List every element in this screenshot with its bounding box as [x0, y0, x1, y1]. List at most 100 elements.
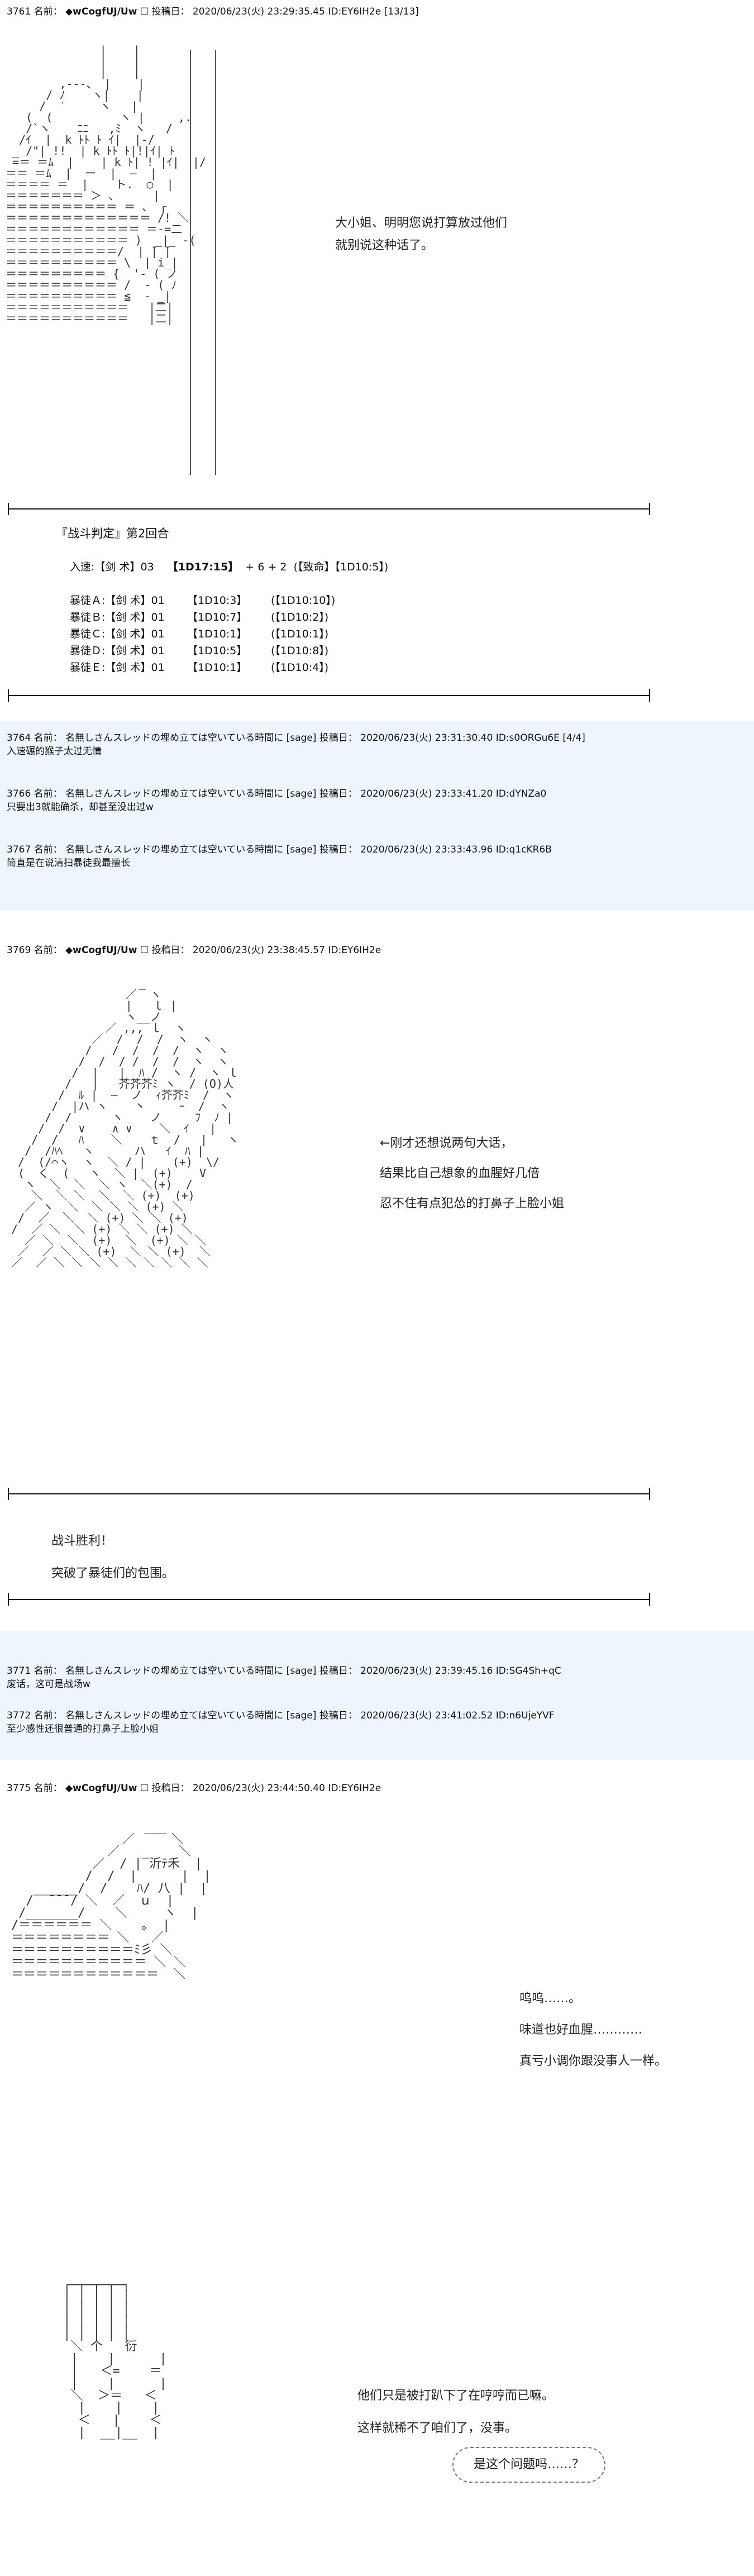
battle-result-line: 战斗胜利！ [51, 1534, 113, 1548]
battle-row-label: 暴徒Ｄ:【剑 术】01 [70, 645, 165, 657]
post-date: 2020/06/23(火) 23:41:02.52 [360, 1710, 493, 1721]
name-label: 名前： [34, 1710, 63, 1721]
divider-cap [8, 503, 9, 515]
dialogue-line: 味道也好血腥………… [519, 2023, 643, 2037]
divider-cap [649, 1593, 650, 1606]
post-date: 2020/06/23(火) 23:29:35.45 [192, 6, 325, 17]
divider-cap [649, 1488, 650, 1500]
battle-row-roll: 【1D10:1】 [187, 661, 247, 674]
post-body: 废话，这可是战场w [7, 1679, 90, 1690]
date-label: [sage] 投稿日： [286, 844, 357, 855]
post-id[interactable]: ID:EY6IH2e [328, 6, 381, 17]
post-3767: 3767 名前： 名無しさんスレッドの埋め立ては空いている時間に [sage] … [0, 838, 754, 877]
name-label: 名前： [34, 945, 63, 956]
name-label: 名前： [34, 788, 63, 799]
battle-row-roll: 【1D10:5】 [187, 645, 247, 657]
post-3761: 3761 名前： ◆wCogfUJ/Uw ☐ 投稿日： 2020/06/23(火… [0, 0, 754, 503]
post-id[interactable]: ID:q1cKR6B [495, 844, 552, 855]
post-number: 3771 [7, 1665, 31, 1677]
name-label: 名前： [34, 1665, 63, 1677]
post-id[interactable]: ID:EY6IH2e [328, 1783, 381, 1794]
battle-row-extra: (【1D10:4】) [271, 661, 329, 674]
battle-result: 战斗胜利！ 突破了暴徒们的包围。 [0, 1508, 754, 1581]
name-label: 名前： [34, 732, 63, 744]
battle-speed-roll: 【1D17:15】 [167, 561, 239, 573]
post-3769: 3769 名前： ◆wCogfUJ/Uw ☐ 投稿日： 2020/06/23(火… [0, 927, 754, 1486]
battle-row-extra: (【1D10:10】) [271, 594, 336, 607]
post-header: 3767 名前： 名無しさんスレッドの埋め立ては空いている時間に [sage] … [7, 844, 552, 856]
dialogue-line: 大小姐、明明您说打算放过他们 [335, 216, 508, 230]
post-header: 3761 名前： ◆wCogfUJ/Uw ☐ 投稿日： 2020/06/23(火… [7, 6, 419, 18]
battle-speed-label: 入速:【剑 术】03 [70, 561, 154, 573]
poster-name[interactable]: 名無しさんスレッドの埋め立ては空いている時間に [65, 788, 284, 799]
date-label: [sage] 投稿日： [286, 788, 357, 799]
battle-speed-extra: (【致命】【1D10:5】) [293, 561, 389, 573]
battle-row-roll: 【1D10:3】 [187, 594, 247, 607]
dialogue-line: 他们只是被打趴下了在哼哼而已嘛。 [357, 2389, 555, 2403]
post-id[interactable]: ID:SG4Sh+qC [495, 1665, 561, 1677]
post-body: 入速碾的猴子太过无情 [7, 746, 102, 757]
date-label: [sage] 投稿日： [286, 1710, 357, 1721]
dialogue-line: 呜呜……。 [519, 1992, 581, 2006]
reply-area [0, 1631, 754, 1760]
dialogue-line: ←刚才还想说两句大话， [380, 1136, 513, 1150]
post-id[interactable]: ID:n6UjeYVF [495, 1710, 555, 1721]
divider-rule [8, 1599, 650, 1600]
pillar-line [190, 50, 191, 475]
post-id[interactable]: ID:EY6IH2e [328, 945, 381, 956]
post-3771: 3771 名前： 名無しさんスレッドの埋め立ては空いている時間に [sage] … [0, 1659, 754, 1698]
poster-name[interactable]: 名無しさんスレッドの埋め立ては空いている時間に [65, 732, 284, 744]
battle-row-label: 暴徒Ｂ:【剑 术】01 [70, 611, 165, 623]
name-label: 名前： [34, 844, 63, 855]
post-id[interactable]: ID:s0ORGu6E [495, 732, 560, 744]
post-3775: 3775 名前： ◆wCogfUJ/Uw ☐ 投稿日： 2020/06/23(火… [0, 1765, 754, 2570]
battle-row-label: 暴徒Ｃ:【剑 术】01 [70, 628, 165, 640]
poster-name[interactable]: 名無しさんスレッドの埋め立ては空いている時間に [65, 844, 284, 855]
post-number: 3775 [7, 1783, 31, 1794]
post-header: 3764 名前： 名無しさんスレッドの埋め立ては空いている時間に [sage] … [7, 732, 585, 744]
name-label: 名前： [34, 1783, 63, 1794]
speech-bubble-text: 是这个问题吗……？ [473, 2458, 584, 2472]
post-number: 3761 [7, 6, 31, 17]
dialogue-line: 真亏小调你跟没事人一样。 [519, 2054, 667, 2068]
poster-name[interactable]: ◆wCogfUJ/Uw [65, 945, 137, 956]
poster-name[interactable]: 名無しさんスレッドの埋め立ては空いている時間に [65, 1710, 284, 1721]
post-number: 3772 [7, 1710, 31, 1721]
dialogue-3775-b: 他们只是被打趴下了在哼哼而已嘛。 这样就稀不了咱们了，没事。 [357, 2380, 554, 2445]
post-count: [13/13] [384, 6, 419, 17]
post-number: 3764 [7, 732, 31, 744]
post-header: 3769 名前： ◆wCogfUJ/Uw ☐ 投稿日： 2020/06/23(火… [7, 944, 381, 956]
post-body: 只要出3就能确杀，却甚至没出过w [7, 802, 154, 813]
divider-rule [8, 1493, 650, 1494]
divider-cap [649, 503, 650, 515]
poster-name[interactable]: 名無しさんスレッドの埋め立ては空いている時間に [65, 1665, 284, 1677]
date-label: 投稿日： [151, 1783, 190, 1794]
battle-judgement: 『战斗判定』第2回合 入速:【剑 术】03 【1D17:15】 + 6 + 2 … [0, 525, 754, 693]
post-3772: 3772 名前： 名無しさんスレッドの埋め立ては空いている時間に [sage] … [0, 1704, 754, 1743]
dialogue-3775-a: 呜呜……。 味道也好血腥………… 真亏小调你跟没事人一样。 [519, 1983, 667, 2077]
battle-row: 暴徒Ｅ:【剑 术】01【1D10:1】(【1D10:4】) [70, 659, 335, 676]
poster-name[interactable]: ◆wCogfUJ/Uw [65, 1783, 137, 1794]
battle-title: 『战斗判定』第2回合 [56, 527, 169, 540]
battle-row-extra: (【1D10:1】) [271, 628, 329, 640]
post-date: 2020/06/23(火) 23:33:41.20 [360, 788, 493, 799]
post-id[interactable]: ID:dYNZa0 [495, 788, 547, 799]
battle-row-label: 暴徒Ａ:【剑 术】01 [70, 594, 165, 607]
post-header: 3775 名前： ◆wCogfUJ/Uw ☐ 投稿日： 2020/06/23(火… [7, 1782, 381, 1794]
battle-rows: 暴徒Ａ:【剑 术】01 【1D10:3】 (【1D10:10】) 暴徒Ｂ:【剑 术】… [70, 592, 335, 676]
divider-cap [649, 689, 650, 702]
date-label: 投稿日： [151, 6, 190, 17]
dialogue-line: 这样就稀不了咱们了，没事。 [357, 2421, 518, 2435]
dialogue-line: 忍不住有点犯怂的打鼻子上脸小姐 [380, 1197, 565, 1211]
ascii-art-ojousama-holding-nose: ___ ／ ＼ ／ _ ＼ ／ / | 沂ﾃ禾 | / / | | | ____… [11, 1820, 211, 1982]
divider-cap [8, 1593, 9, 1606]
ascii-art-ojousama: | | | | | | ,-‐-、 | | / ﾉ ヽ| | / ′ ヽ | (… [6, 44, 206, 325]
dialogue-3761: 大小姐、明明您说打算放过他们 就别说这种话了。 [335, 212, 507, 257]
post-body: 简直是在说清扫暴徒我最擅长 [7, 858, 130, 869]
dialogue-3769: ←刚才还想说两句大话， 结果比自己想象的血腥好几倍 忍不住有点犯怂的打鼻子上脸小… [380, 1129, 564, 1219]
battle-row-roll: 【1D10:1】 [187, 628, 247, 640]
post-date: 2020/06/23(火) 23:44:50.40 [192, 1783, 325, 1794]
battle-row: 暴徒Ｃ:【剑 术】01 【1D10:1】 (【1D10:1】) [70, 626, 335, 642]
ascii-art-ojousama-crouching: _ ／ ヽ | ｌ | ヽ__ノ ／ ,,, ｌ ヽ ／ / / / ヽ ヽ /… [11, 977, 239, 1269]
poster-name[interactable]: ◆wCogfUJ/Uw [65, 6, 137, 17]
